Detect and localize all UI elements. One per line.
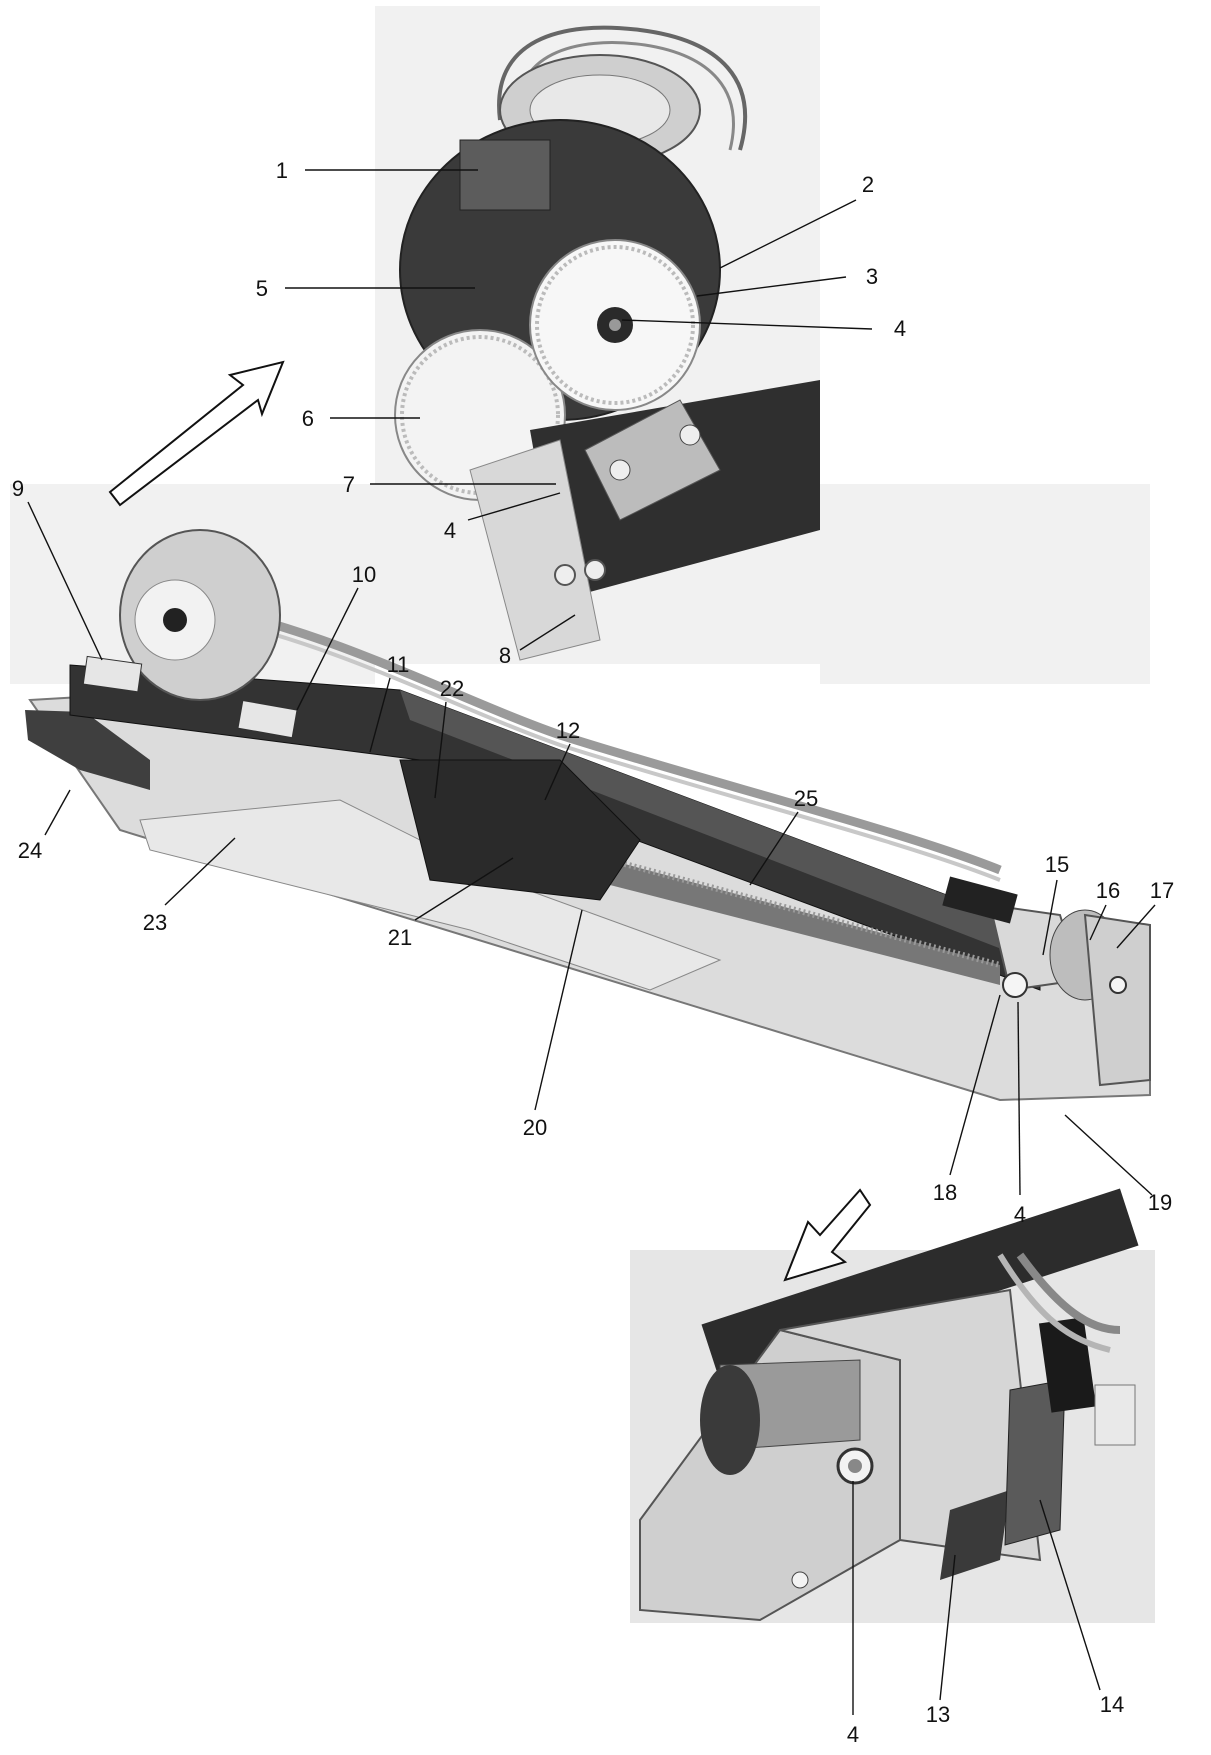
callout-label: 18 <box>933 1180 957 1205</box>
callout-label: 15 <box>1045 852 1069 877</box>
top-detail-photo <box>375 6 820 664</box>
bottom-detail-photo <box>630 1188 1155 1623</box>
callout-label: 4 <box>444 518 456 543</box>
callout-label: 7 <box>343 472 355 497</box>
callout-label: 19 <box>1148 1190 1172 1215</box>
callout-label: 5 <box>256 276 268 301</box>
callout-label: 9 <box>12 476 24 501</box>
callout-label: 4 <box>1014 1202 1026 1227</box>
callout-label: 4 <box>894 316 906 341</box>
callout-label: 11 <box>387 652 410 677</box>
callout-label: 12 <box>556 718 580 743</box>
callout-label: 3 <box>866 264 878 289</box>
callout-label: 22 <box>440 676 464 701</box>
callout-label: 20 <box>523 1115 547 1140</box>
leader-lines <box>27 169 1156 1715</box>
callout-label: 10 <box>352 562 376 587</box>
callout-label: 6 <box>302 406 314 431</box>
callout-label: 25 <box>794 786 818 811</box>
callout-label: 24 <box>18 838 42 863</box>
callout-label: 4 <box>847 1722 859 1747</box>
callout-label: 14 <box>1100 1692 1124 1717</box>
callout-labels: 1 2 3 4 5 6 7 4 8 9 10 11 22 12 25 24 23… <box>12 158 1174 1747</box>
zoom-arrow-top <box>108 360 285 507</box>
callout-label: 21 <box>388 925 412 950</box>
callout-label: 17 <box>1150 878 1174 903</box>
callout-label: 1 <box>276 158 288 183</box>
callout-label: 16 <box>1096 878 1120 903</box>
callout-label: 13 <box>926 1702 950 1727</box>
zoom-arrow-bottom <box>783 1188 872 1282</box>
callout-label: 2 <box>862 172 874 197</box>
callout-label: 23 <box>143 910 167 935</box>
callout-label: 8 <box>499 643 511 668</box>
